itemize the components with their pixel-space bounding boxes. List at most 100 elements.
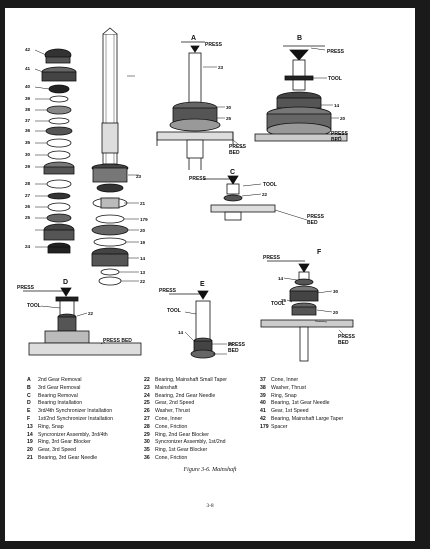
svg-text:PRESS: PRESS (205, 42, 223, 48)
mainshaft-drawing (91, 27, 129, 286)
svg-text:25: 25 (226, 116, 232, 121)
svg-text:TOOL: TOOL (27, 303, 41, 309)
svg-text:13: 13 (140, 270, 146, 275)
legend-column-2: 22 Bearing, Mainshaft Small Taper 23 Mainsh… (144, 377, 227, 463)
svg-text:20: 20 (333, 310, 339, 315)
legend-key: 42 (260, 415, 266, 422)
svg-text:24: 24 (25, 244, 31, 249)
svg-text:20: 20 (140, 228, 146, 233)
legend-item: 39 Ring, Snap (260, 393, 343, 401)
legend-key: B (27, 384, 31, 391)
legend-text: Bearing Installation (38, 400, 83, 407)
legend-key: E (27, 408, 31, 415)
legend-text: Cone, Friction (155, 454, 188, 461)
view-callouts: 23 30 25 14 20 22 22 14 20 14 30 25 20 (88, 65, 346, 347)
svg-text:PRESS: PRESS (307, 214, 325, 220)
svg-text:PRESS BED: PRESS BED (103, 338, 132, 344)
svg-text:PRESS: PRESS (331, 131, 349, 137)
svg-text:B: B (297, 35, 302, 42)
svg-text:TOOL: TOOL (167, 308, 181, 314)
svg-text:20: 20 (228, 342, 234, 347)
legend-text: Bearing, Mainshaft Small Taper (155, 377, 227, 383)
legend-item: D Bearing Installation (27, 400, 113, 408)
legend-text: Bearing, Mainshaft Large Taper (271, 415, 344, 422)
legend-key: 39 (260, 392, 266, 399)
svg-text:PRESS: PRESS (229, 144, 247, 150)
svg-text:28: 28 (25, 181, 31, 186)
svg-text:14: 14 (278, 276, 284, 281)
legend-text: Ring, 2nd Gear Blocker (155, 431, 209, 438)
legend-item: 22 Bearing, Mainshaft Small Taper (144, 377, 227, 385)
svg-text:21: 21 (140, 201, 146, 206)
view-letters: A B C D E F (63, 35, 322, 288)
legend-text: Gear, 3rd Speed (38, 447, 77, 454)
svg-text:26: 26 (25, 204, 31, 209)
legend-key: D (27, 400, 31, 407)
legend-key: 37 (260, 377, 266, 383)
legend-item: 19 Ring, 3rd Gear Blocker (27, 439, 113, 447)
svg-text:PRESS: PRESS (263, 255, 281, 261)
svg-text:BED: BED (307, 220, 318, 226)
legend-text: Washer, Thrust (155, 408, 190, 415)
legend-key: 24 (144, 392, 150, 399)
svg-text:23: 23 (218, 65, 224, 70)
view-c-bearing-removal (203, 175, 308, 221)
legend-key: 19 (27, 439, 33, 446)
svg-text:30: 30 (226, 105, 232, 110)
legend-text: Mainshaft (155, 384, 178, 391)
svg-text:D: D (63, 279, 68, 286)
view-d-bearing-installation (23, 287, 142, 356)
legend-text: Cone, Inner (155, 415, 183, 422)
svg-text:14: 14 (140, 256, 146, 261)
legend-text: Ring, Snap (271, 392, 297, 399)
view-e-third-fourth-synchronizer-installation (169, 290, 227, 359)
svg-text:PRESS: PRESS (338, 334, 356, 340)
legend-item: C Bearing Removal (27, 393, 113, 401)
exploded-parts-stack (41, 48, 77, 254)
legend-text: Gear, 1st Speed (271, 408, 309, 415)
svg-text:C: C (230, 169, 235, 176)
svg-text:14: 14 (334, 103, 340, 108)
legend-key: 25 (144, 400, 150, 407)
view-a-second-gear-removal (156, 41, 244, 170)
view-b-third-gear-removal (254, 45, 348, 142)
svg-text:179: 179 (140, 217, 148, 222)
svg-text:TOOL: TOOL (271, 301, 285, 307)
legend-text: Bearing, 3rd Gear Needle (38, 454, 98, 461)
svg-text:35: 35 (25, 140, 31, 145)
svg-text:E: E (200, 281, 205, 288)
svg-text:22: 22 (262, 192, 268, 197)
legend-text: Bearing Removal (38, 392, 78, 399)
svg-text:TOOL: TOOL (328, 76, 342, 82)
svg-text:BED: BED (228, 348, 239, 354)
svg-text:A: A (191, 35, 196, 42)
svg-text:30: 30 (25, 152, 31, 157)
legend-key: 23 (144, 384, 150, 391)
legend-key: 27 (144, 415, 150, 422)
svg-text:19: 19 (140, 240, 146, 245)
svg-text:PRESS: PRESS (228, 342, 246, 348)
legend-item: 25 Gear, 2nd Speed (144, 400, 227, 408)
svg-text:40: 40 (25, 84, 31, 89)
legend-key: C (27, 392, 31, 399)
legend-text: Cone, Inner (271, 377, 299, 383)
svg-text:23: 23 (136, 174, 142, 179)
legend-key: 29 (144, 431, 150, 438)
legend-text: Gear, 2nd Speed (155, 400, 195, 407)
legend-key: 22 (144, 377, 150, 383)
legend-text: Ring, 3rd Gear Blocker (38, 439, 91, 446)
legend-text: 1st/2nd Synchronizer Installation (38, 415, 113, 422)
svg-text:BED: BED (338, 340, 349, 346)
mainshaft-exploded-illustration: 42 41 40 39 38 37 36 35 30 29 28 27 26 2… (17, 27, 356, 362)
equipment-labels: PRESS PRESS TOOL PRESS BED PRESS BED PRE… (17, 42, 356, 354)
